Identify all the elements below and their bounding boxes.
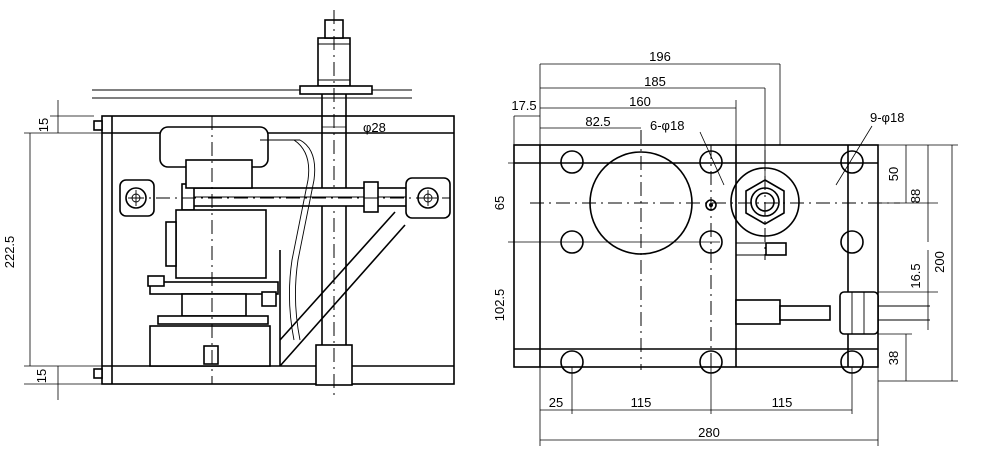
top-view: 196 185 160 82.5 17.5 6-φ18 9-φ18 65 102… [492,49,958,446]
dim-280: 280 [698,425,720,440]
side-link [735,299,781,325]
dim-50: 50 [886,167,901,181]
bottom-plate-label: 15 [34,369,49,383]
frame-outline [101,115,455,385]
rod-washer [299,85,373,95]
bottom-plate-tab [93,368,103,379]
sensor-cable [294,139,316,341]
nine-holes-callout: 9-φ18 [870,110,904,125]
dim-65: 65 [492,196,507,210]
dim-200: 200 [932,251,947,273]
height-label: 222.5 [2,236,17,269]
dim-16-5: 16.5 [908,263,923,288]
dim-185: 185 [644,74,666,89]
load-cell-body [175,209,267,279]
mount-hole [560,150,584,174]
dim-25: 25 [549,395,563,410]
mount-hole [840,150,864,174]
top-plate-label: 15 [36,118,51,132]
dim-160: 160 [629,94,651,109]
dim-102-5: 102.5 [492,289,507,322]
mount-hole [840,230,864,254]
left-eye-bolt [125,187,147,209]
top-plate-tab [93,120,103,131]
rod-diameter-label: φ28 [363,120,386,135]
dim-88: 88 [908,189,923,203]
dim-17-5: 17.5 [511,98,536,113]
dim-196: 196 [649,49,671,64]
dim-115-left: 115 [631,395,652,410]
six-holes-callout: 6-φ18 [650,118,684,133]
dim-38: 38 [886,351,901,365]
dim-82-5: 82.5 [585,114,610,129]
side-view: φ28 222.5 15 15 [2,10,455,400]
dim-115-right: 115 [772,395,793,410]
base-plate [513,144,879,368]
